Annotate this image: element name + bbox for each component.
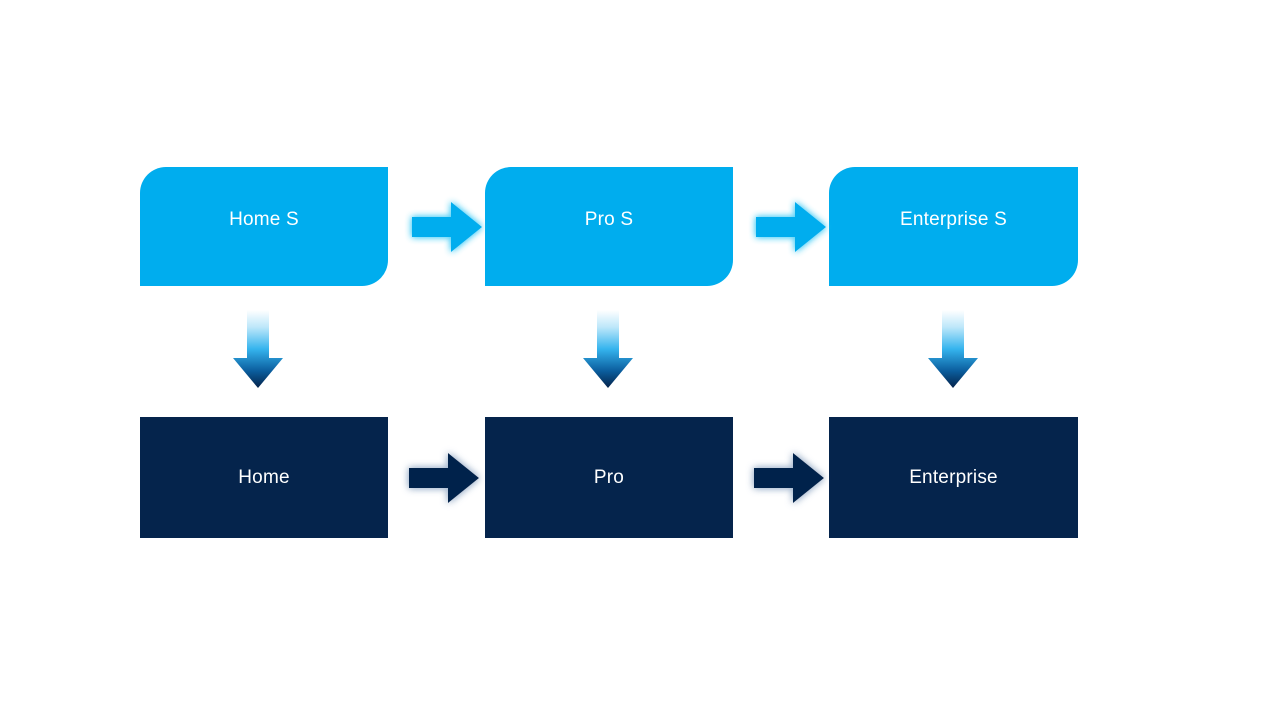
connector-pro-s-to-pro [580,310,636,390]
node-label-enterprise-s: Enterprise S [900,209,1007,230]
connector-pro-s-to-enterprise-s [750,196,830,258]
node-pro-s[interactable]: Pro S [485,167,733,286]
arrow-down-icon [583,310,633,388]
node-enterprise-s[interactable]: Enterprise S [829,167,1078,286]
node-home[interactable]: Home [140,417,388,538]
connector-pro-to-enterprise [748,447,828,509]
connector-home-s-to-pro-s [406,196,486,258]
connector-home-s-to-home [230,310,286,390]
arrow-down-icon [928,310,978,388]
arrow-right-icon [754,453,824,503]
arrow-right-icon [409,453,479,503]
arrow-down-icon [233,310,283,388]
node-pro[interactable]: Pro [485,417,733,538]
connector-home-to-pro [403,447,483,509]
node-label-pro-s: Pro S [584,209,634,230]
arrow-right-icon [412,202,482,252]
node-label-home: Home [238,467,290,488]
node-enterprise[interactable]: Enterprise [829,417,1078,538]
node-label-enterprise: Enterprise [909,467,998,488]
arrow-right-icon [756,202,826,252]
connector-enterprise-s-to-enterprise [925,310,981,390]
node-label-home-s: Home S [229,209,299,230]
node-label-pro: Pro [593,467,625,488]
node-home-s[interactable]: Home S [140,167,388,286]
